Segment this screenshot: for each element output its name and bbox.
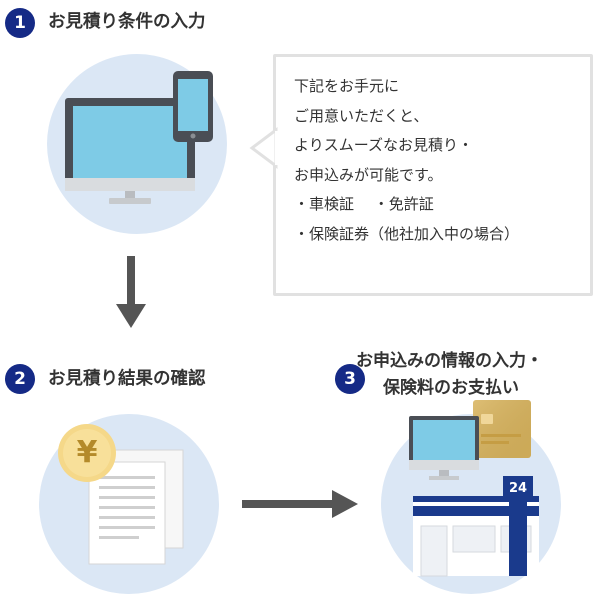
payment-and-store-icon (409, 400, 539, 577)
note-line: ・保険証券（他社加入中の場合） (294, 224, 520, 243)
note-line: よりスムーズなお見積り・ (294, 136, 473, 154)
arrow-right-icon (242, 490, 358, 518)
requirements-note: 下記をお手元に ご用意いただくと、 よりスムーズなお見積り・ お申込みが可能です… (273, 54, 593, 296)
note-line: お申込みが可能です。 (294, 165, 443, 184)
step-1-badge: 1 (5, 8, 35, 38)
step-2-number: 2 (14, 369, 26, 389)
step-1-number: 1 (14, 13, 26, 33)
step-1-title: お見積り条件の入力 (48, 12, 206, 32)
quote-documents-icon (58, 424, 184, 565)
store-sign-number: 24 (508, 481, 528, 496)
step-3-title-line-2: 保険料のお支払い (383, 378, 519, 398)
note-text: 下記をお手元に ご用意いただくと、 よりスムーズなお見積り・ お申込みが可能です… (294, 72, 519, 249)
yen-symbol: ¥ (76, 435, 98, 470)
step-2-badge: 2 (5, 364, 35, 394)
arrow-down-icon (116, 256, 146, 328)
note-line: 下記をお手元に (294, 77, 400, 95)
desktop-and-phone-icon (65, 71, 213, 204)
step-3-badge: 3 (335, 364, 365, 394)
step-3-number: 3 (344, 369, 356, 389)
note-line: ご用意いただくと、 (294, 106, 429, 125)
step-2-title: お見積り結果の確認 (48, 369, 206, 389)
note-line: ・車検証 ・免許証 (294, 195, 434, 213)
note-tail (249, 127, 280, 169)
step-3-title-line-1: お申込みの情報の入力・ (356, 351, 543, 371)
